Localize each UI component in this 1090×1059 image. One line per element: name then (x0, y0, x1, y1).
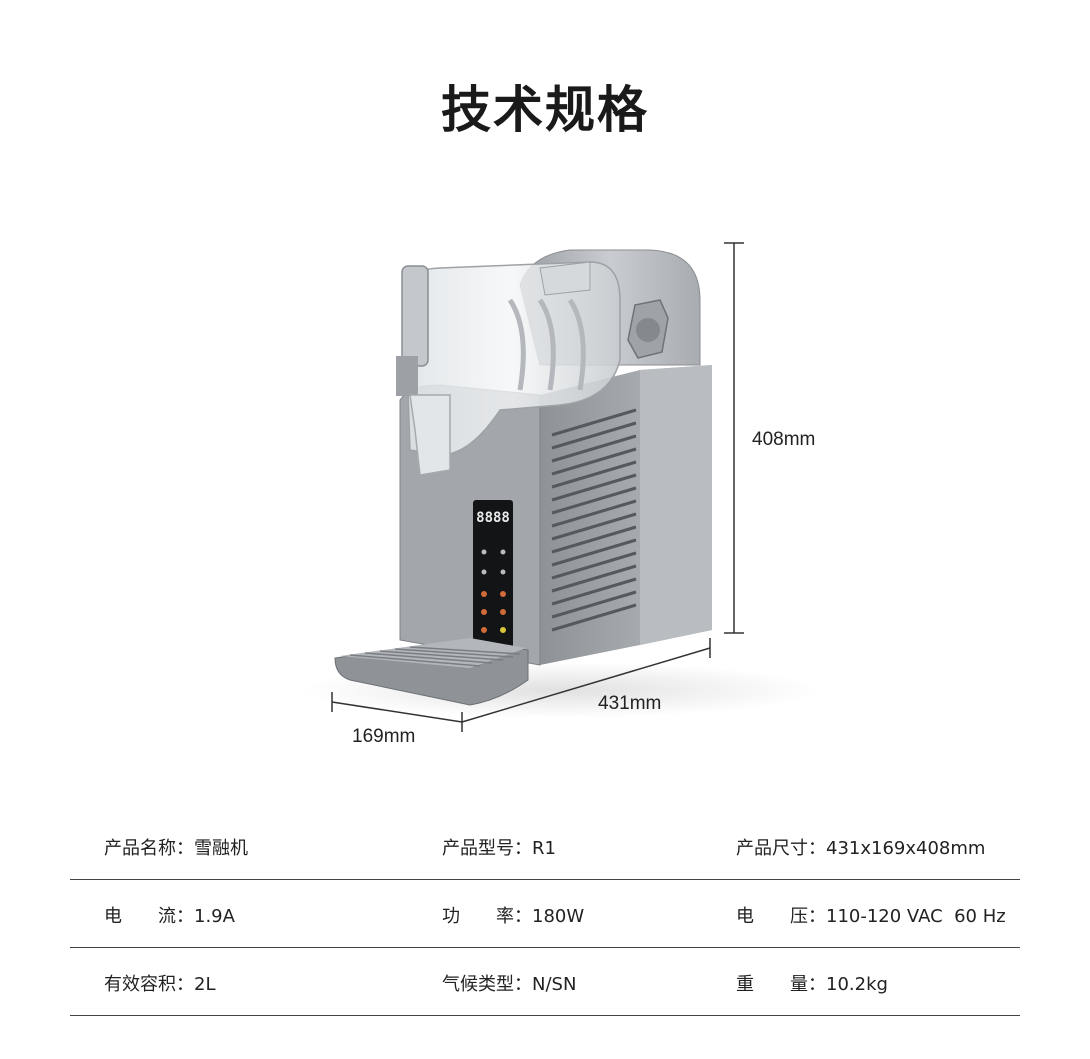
spec-weight: 重量：10.2kg (736, 974, 888, 995)
page-title: 技术规格 (441, 81, 649, 139)
spec-row: 有效容积：2L 气候类型：N/SN 重量：10.2kg (70, 948, 1020, 1016)
digit-display: 8888 (476, 510, 510, 526)
bowl-lid (539, 261, 591, 296)
width-dimension-label: 431mm (598, 693, 662, 714)
spec-power: 功率：180W (442, 906, 585, 927)
spec-capacity: 有效容积：2L (104, 974, 216, 995)
spec-product-name: 产品名称：雪融机 (104, 838, 248, 859)
spec-row: 产品名称：雪融机 产品型号：R1 产品尺寸：431x169x408mm (70, 812, 1020, 880)
spec-table: 产品名称：雪融机 产品型号：R1 产品尺寸：431x169x408mm 电流：1… (70, 812, 1020, 1016)
spec-climate-type: 气候类型：N/SN (442, 974, 577, 995)
spec-product-size: 产品尺寸：431x169x408mm (736, 838, 986, 859)
spec-current: 电流：1.9A (104, 906, 235, 927)
spec-product-model: 产品型号：R1 (442, 838, 556, 859)
spec-voltage: 电压：110-120 VAC 60 Hz (736, 906, 1006, 927)
height-dimension-label: 408mm (752, 429, 816, 450)
spec-row: 电流：1.9A 功率：180W 电压：110-120 VAC 60 Hz (70, 880, 1020, 948)
depth-dimension-label: 169mm (352, 726, 416, 747)
auger (507, 298, 586, 391)
dispense-valve (409, 394, 451, 476)
vent-grille (551, 408, 637, 632)
dimension-lines (331, 242, 744, 732)
dispense-handle (401, 265, 429, 367)
product-figure: 8888 (300, 242, 820, 732)
